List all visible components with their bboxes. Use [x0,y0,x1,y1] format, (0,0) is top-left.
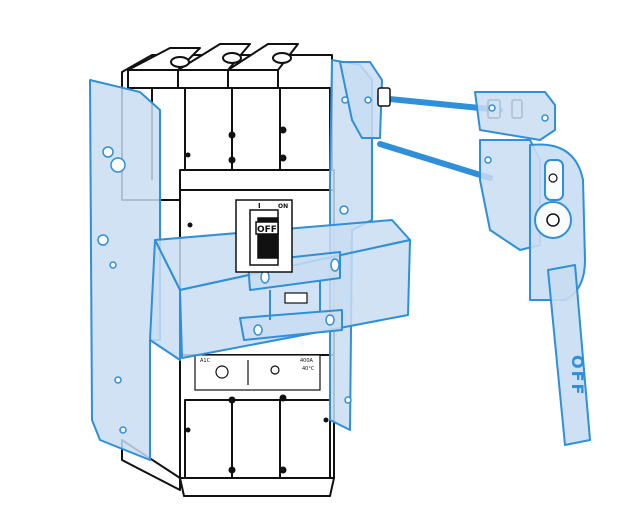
screws [185,126,329,474]
tray-latch [284,292,308,304]
trip-unit-text: A1C 400A 40°C [200,358,315,372]
handle-lock-hole [548,173,558,183]
handle-pivot [546,213,560,227]
switch-on-label: ON [278,203,288,210]
handle-bracket [474,91,556,251]
handle-bracket-holes [484,104,549,164]
handle-off-label: OFF [568,355,587,396]
svg-text:40°C: 40°C [302,366,315,372]
mounting-bracket [89,59,411,461]
switch-i-label: I [258,202,261,210]
handle-off-text: OFF [568,355,587,396]
svg-text:400A: 400A [300,358,314,364]
switch [235,199,293,273]
rotary-handle [529,143,591,446]
bracket-holes [97,96,372,434]
trip-unit-panel [194,354,321,391]
switch-off-label: OFF [257,225,277,235]
svg-text:A1C: A1C [200,358,211,364]
